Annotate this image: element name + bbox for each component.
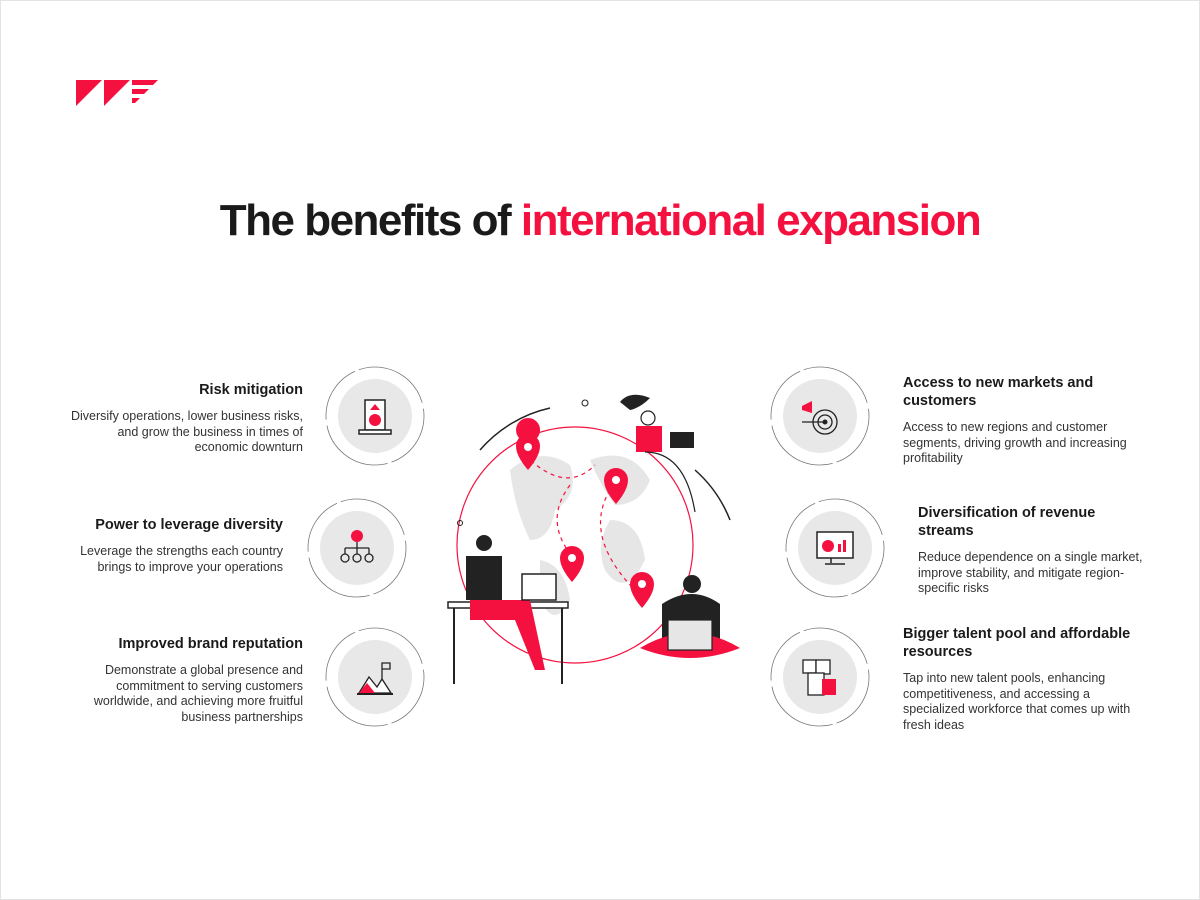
company-logo — [76, 80, 158, 106]
benefit-text: Leverage the strengths each country brin… — [80, 544, 283, 574]
world-expansion-illustration — [447, 394, 740, 684]
page-title: The benefits of international expansion — [219, 196, 982, 245]
target-megaphone-icon — [770, 366, 870, 466]
benefit-text: Reduce dependence on a single market, im… — [918, 550, 1143, 595]
benefit-text: Demonstrate a global presence and commit… — [93, 663, 303, 724]
benefit-text: Tap into new talent pools, enhancing com… — [903, 671, 1131, 732]
benefit-heading: Diversification of revenue streams — [918, 505, 1096, 539]
map-pin-icon — [516, 418, 654, 608]
benefit-talent-pool: Bigger talent pool and affordable resour… — [903, 625, 1138, 733]
benefit-heading: Power to leverage diversity — [95, 517, 283, 533]
benefit-text: Diversify operations, lower business ris… — [70, 409, 303, 454]
benefit-new-markets: Access to new markets and customers Acce… — [903, 374, 1133, 467]
mountain-flag-icon — [325, 627, 425, 727]
benefit-heading: Access to new markets and customers — [903, 375, 1094, 409]
money-growth-icon — [325, 366, 425, 466]
benefit-heading: Risk mitigation — [199, 382, 303, 398]
benefit-text: Access to new regions and customer segme… — [903, 420, 1127, 465]
monitor-chart-icon — [785, 498, 885, 598]
idea-team-icon — [307, 498, 407, 598]
benefit-leverage-diversity: Power to leverage diversity Leverage the… — [43, 516, 283, 575]
documents-calculator-icon — [770, 627, 870, 727]
benefit-heading: Bigger talent pool and affordable resour… — [903, 626, 1131, 660]
benefit-risk-mitigation: Risk mitigation Diversify operations, lo… — [63, 381, 303, 456]
benefit-brand-reputation: Improved brand reputation Demonstrate a … — [63, 635, 303, 725]
benefit-heading: Improved brand reputation — [118, 636, 304, 652]
benefit-revenue-streams: Diversification of revenue streams Reduc… — [918, 504, 1153, 597]
